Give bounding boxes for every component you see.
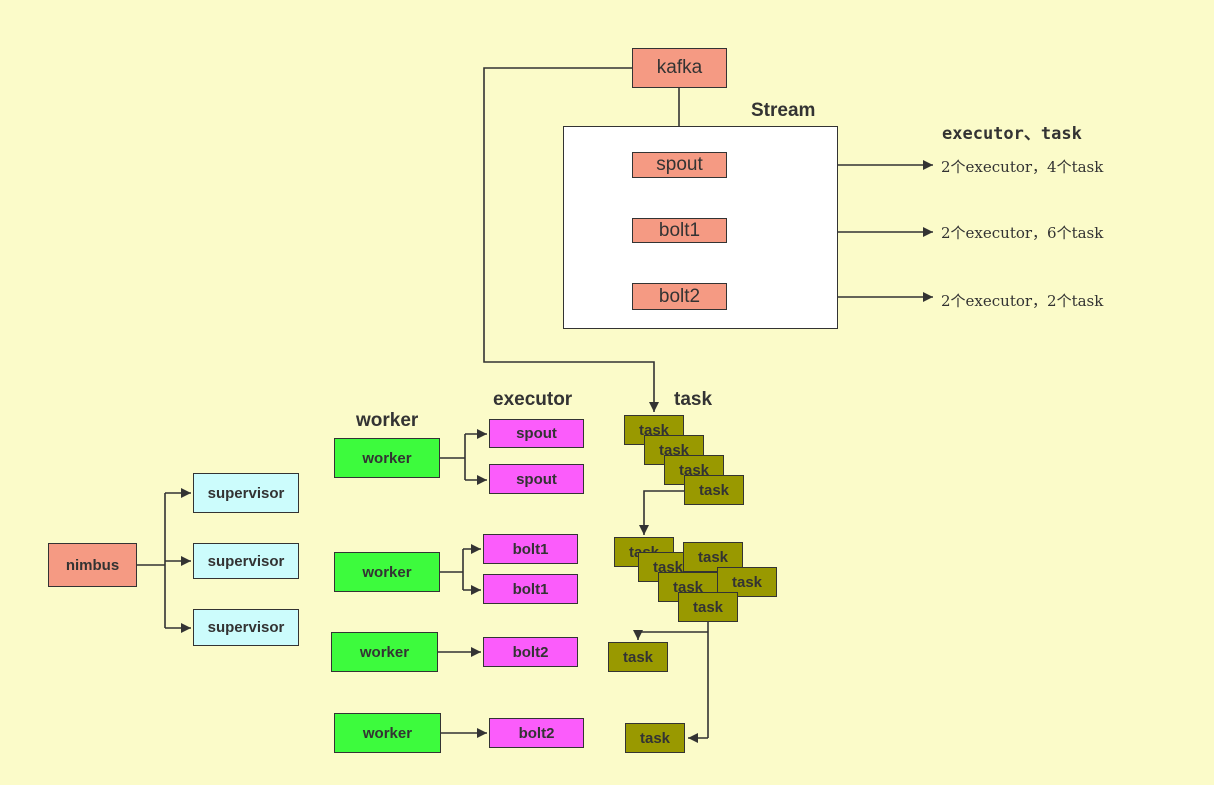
worker-heading: worker xyxy=(356,410,419,431)
executor-bolt2-node: bolt2 xyxy=(483,637,578,667)
nimbus-node: nimbus xyxy=(48,543,137,587)
stream-title: Stream xyxy=(751,100,816,121)
edge-taskgroup1-taskgroup2 xyxy=(639,490,684,535)
bolt1-node: bolt1 xyxy=(632,218,727,243)
executor-bolt1-node: bolt1 xyxy=(483,574,578,604)
executor-task-heading: executor、task xyxy=(942,124,1082,144)
edge-kafka-task xyxy=(483,67,659,412)
executor-bolt1-node: bolt1 xyxy=(483,534,578,564)
worker-node: worker xyxy=(334,438,440,478)
task-node: task xyxy=(678,592,738,622)
worker-node: worker xyxy=(334,713,441,753)
edge-worker-spouts xyxy=(440,434,466,480)
bolt1-annotation: 2个executor，6个task xyxy=(941,224,1104,242)
supervisor-node: supervisor xyxy=(193,609,299,646)
edge-taskgroup2-task-a xyxy=(633,630,708,640)
executor-bolt2-node: bolt2 xyxy=(489,718,584,748)
task-node: task xyxy=(625,723,685,753)
spout-node: spout xyxy=(632,152,727,178)
worker-node: worker xyxy=(334,552,440,592)
bolt2-annotation: 2个executor，2个task xyxy=(941,292,1104,310)
worker-node: worker xyxy=(331,632,438,672)
executor-heading: executor xyxy=(493,389,573,410)
executor-spout-node: spout xyxy=(489,419,584,448)
supervisor-node: supervisor xyxy=(193,543,299,579)
supervisor-node: supervisor xyxy=(193,473,299,513)
kafka-node: kafka xyxy=(632,48,727,88)
bolt2-node: bolt2 xyxy=(632,283,727,310)
task-heading: task xyxy=(674,389,713,410)
edge-worker-bolt1s xyxy=(440,549,464,590)
executor-spout-node: spout xyxy=(489,464,584,494)
edge-nimbus-supervisors xyxy=(137,493,166,628)
spout-annotation: 2个executor，4个task xyxy=(941,158,1104,176)
task-node: task xyxy=(684,475,744,505)
task-node: task xyxy=(608,642,668,672)
